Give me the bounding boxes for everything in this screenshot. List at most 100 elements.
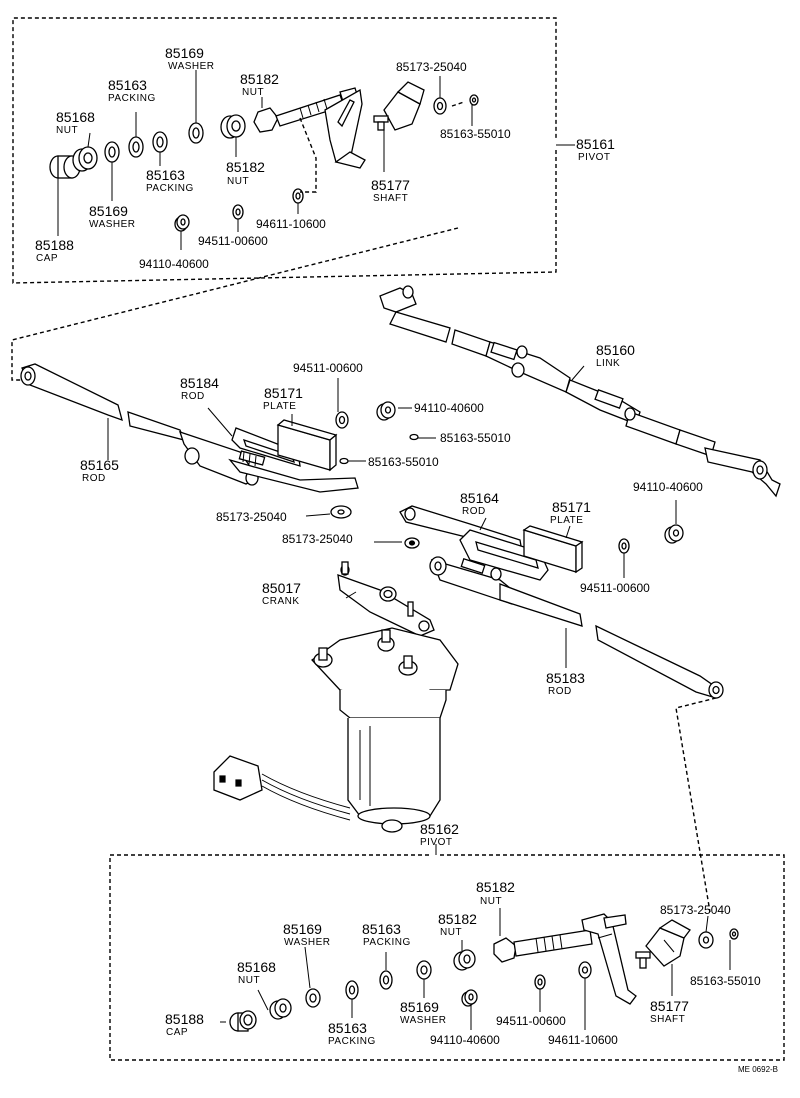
label-94611-bottom: 94611-10600: [548, 1033, 618, 1047]
label-85164-rod-name: ROD: [462, 506, 486, 517]
label-94511-bottom: 94511-00600: [496, 1014, 566, 1028]
label-85169-washer-top-name: WASHER: [168, 61, 215, 72]
rod-85164: [399, 505, 549, 605]
nut-part-bottom-2: [453, 949, 476, 971]
motor-crank-assembly: [213, 500, 724, 833]
label-85177-shaft-top-num: 85177: [371, 177, 410, 193]
nut-94110-mid: [376, 401, 396, 421]
packing-part-top-3: [469, 94, 479, 106]
label-85017-crank-num: 85017: [262, 580, 301, 596]
label-85163-55010-top: 85163-55010: [440, 127, 511, 141]
label-85164-rod-num: 85164: [460, 490, 499, 506]
washer-94511-right: [618, 538, 630, 554]
wiper-motor: [213, 627, 459, 833]
label-85165-rod-name: ROD: [82, 473, 106, 484]
drawing-reference-code: ME 0692-B: [738, 1065, 778, 1074]
packing-part-bottom-3: [729, 928, 739, 940]
label-85188-cap-bottom-num: 85188: [165, 1011, 204, 1027]
label-85163-packing-top2-num: 85163: [146, 167, 185, 183]
label-85188-cap-top-name: CAP: [36, 253, 58, 264]
washer-part-top-1: [104, 141, 120, 163]
label-85160-link-name: LINK: [596, 358, 620, 369]
label-85184-rod-name: ROD: [181, 391, 205, 402]
shaft-part-bottom: [635, 919, 691, 969]
label-85188-cap-top-num: 85188: [35, 237, 74, 253]
washer-part-top-3: [433, 97, 447, 115]
label-85163-packing-top-num: 85163: [108, 77, 147, 93]
small-nut-part-top: [174, 214, 190, 232]
connector-top-to-rod: [11, 227, 459, 381]
pivot-frame-top: [12, 17, 557, 284]
washer-85173-mid: [330, 505, 420, 549]
pivot-frame-bottom: [109, 854, 785, 1061]
washer-part-bottom-2: [416, 960, 432, 980]
small-washer-part-bottom: [534, 961, 592, 990]
label-94110-top: 94110-40600: [139, 257, 209, 271]
label-85165-rod-num: 85165: [80, 457, 119, 473]
label-85163-packing-bottom2-name: PACKING: [328, 1036, 376, 1047]
label-85173-bottom: 85173-25040: [660, 903, 731, 917]
small-nut-part-bottom: [461, 989, 478, 1007]
label-85173-mid2: 85173-25040: [282, 532, 353, 546]
label-85161-pivot-num: 85161: [576, 136, 615, 152]
label-85171-plate-lower-name: PLATE: [550, 515, 583, 526]
label-85163-55010-bottom: 85163-55010: [690, 974, 761, 988]
crank-85017: [337, 561, 435, 637]
label-94511-top: 94511-00600: [198, 234, 268, 248]
label-85183-rod-num: 85183: [546, 670, 585, 686]
label-85182-nut-bottom2-num: 85182: [438, 911, 477, 927]
small-washer-part-top: [232, 188, 304, 220]
label-85168-nut-bottom-name: NUT: [238, 975, 260, 986]
label-85173-mid: 85173-25040: [216, 510, 287, 524]
label-85173-top: 85173-25040: [396, 60, 467, 74]
pivot-assembly-top: 85169 WASHER 85163 PACKING 85168 NUT 851…: [12, 17, 615, 284]
label-85163-55010-mid: 85163-55010: [440, 431, 511, 445]
label-85169-washer-top2-name: WASHER: [89, 219, 136, 230]
label-85177-shaft-bottom-num: 85177: [650, 998, 689, 1014]
label-85168-nut-top-name: NUT: [56, 125, 78, 136]
cap-part-bottom: [229, 1010, 257, 1032]
plate-85171-lower: [522, 525, 584, 574]
shaft-part-top: [373, 81, 425, 131]
label-85183-rod-name: ROD: [548, 686, 572, 697]
label-85161-pivot-name: PIVOT: [578, 152, 611, 163]
nut-part-top-2: [220, 114, 246, 139]
washer-part-bottom-3: [698, 931, 714, 949]
link-assembly: [20, 285, 781, 549]
label-94110-bottom: 94110-40600: [430, 1033, 500, 1047]
label-85182-nut-bottom2-name: NUT: [440, 927, 462, 938]
label-85169-washer-top-num: 85169: [165, 45, 204, 61]
label-85188-cap-bottom-name: CAP: [166, 1027, 188, 1038]
label-85160-link-num: 85160: [596, 342, 635, 358]
label-85163-packing-bottom2-num: 85163: [328, 1020, 367, 1036]
label-85182-nut-top-name: NUT: [242, 87, 264, 98]
packing-part-top-1: [128, 136, 144, 158]
washer-part-top-2: [188, 122, 204, 144]
label-94611-top: 94611-10600: [256, 217, 326, 231]
label-85169-washer-bottom-num: 85169: [283, 921, 322, 937]
label-85163-packing-top-name: PACKING: [108, 93, 156, 104]
label-85177-shaft-bottom-name: SHAFT: [650, 1014, 685, 1025]
label-85169-washer-top2-num: 85169: [89, 203, 128, 219]
label-85162-pivot-name: PIVOT: [420, 837, 453, 848]
label-85163-packing-bottom-num: 85163: [362, 921, 401, 937]
label-94511-right: 94511-00600: [580, 581, 650, 595]
connector-rod-to-bottom: [675, 697, 717, 913]
rod-85183: [499, 583, 724, 699]
label-85163-55010-mid2: 85163-55010: [368, 455, 439, 469]
label-85177-shaft-top-name: SHAFT: [373, 193, 408, 204]
label-85171-plate-lower-num: 85171: [552, 499, 591, 515]
label-85162-pivot-num: 85162: [420, 821, 459, 837]
nut-part-bottom: [269, 998, 292, 1020]
link-85160: [379, 285, 781, 498]
label-85184-rod-num: 85184: [180, 375, 219, 391]
label-85182-nut-bottom-num: 85182: [476, 879, 515, 895]
packing-part-bottom-2: [379, 970, 393, 990]
packing-part-bottom-1: [345, 980, 359, 1000]
label-85182-nut-bottom-name: NUT: [480, 896, 502, 907]
packing-part-top-2: [152, 131, 168, 153]
label-94110-mid: 94110-40600: [414, 401, 484, 415]
pivot-shaft-top: [253, 87, 366, 169]
label-85163-packing-top2-name: PACKING: [146, 183, 194, 194]
